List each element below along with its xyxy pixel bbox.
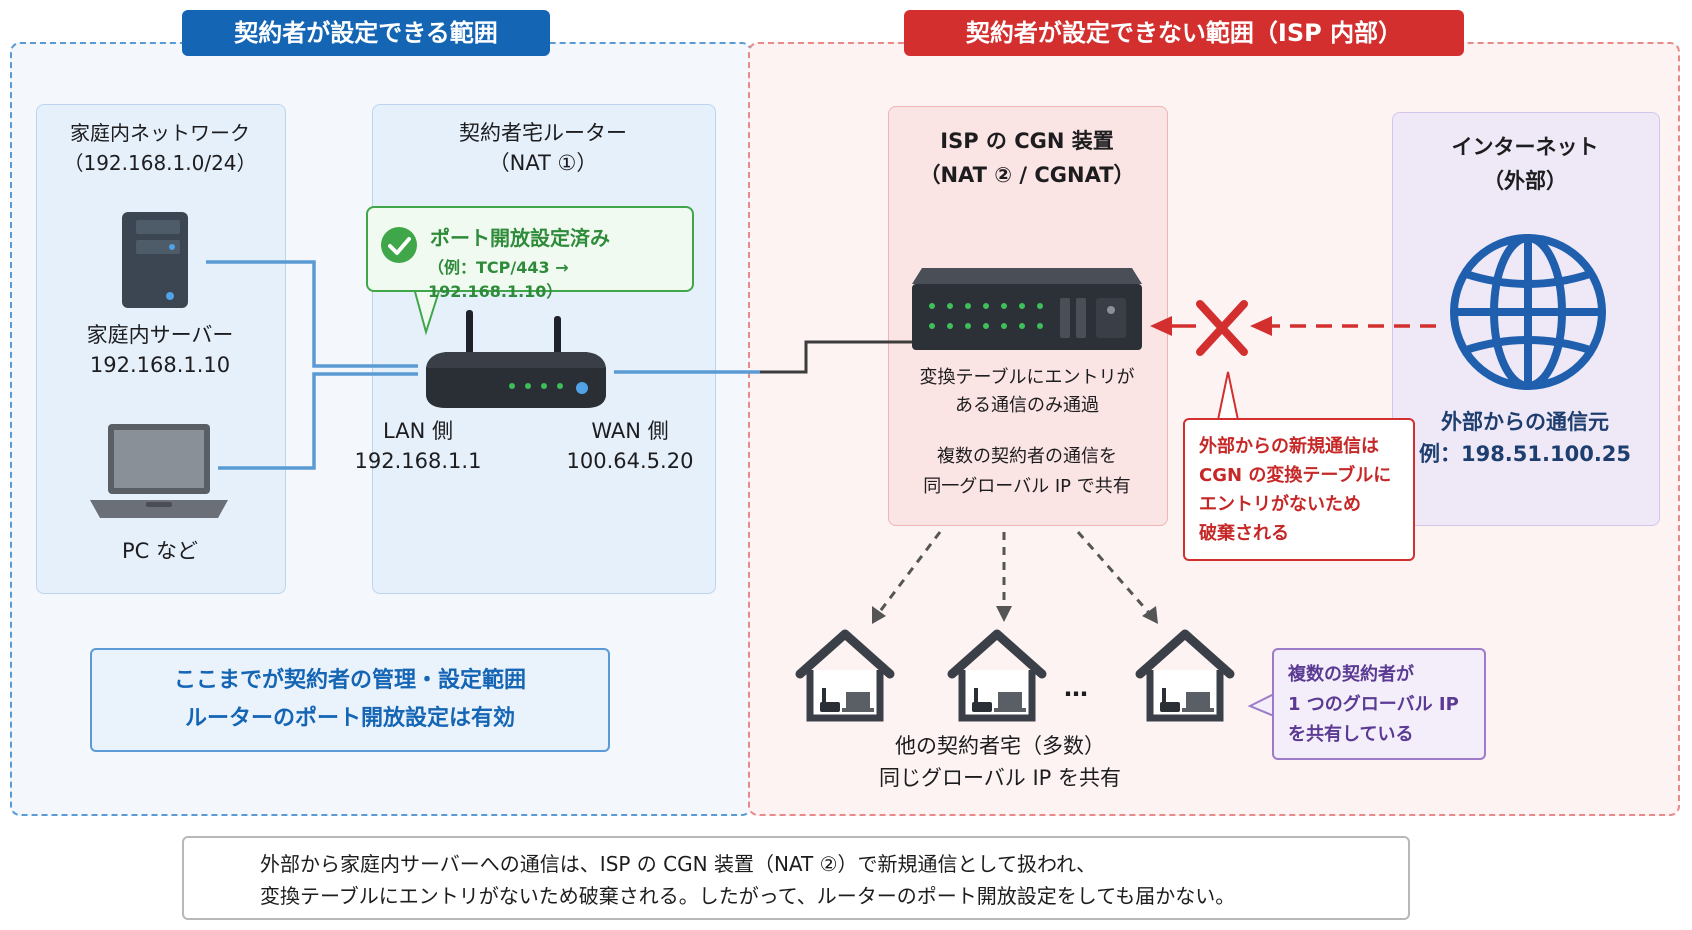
house-icon-1	[795, 629, 895, 722]
cgn-desc1-line2: ある通信のみ通過	[955, 395, 1099, 416]
check-icon	[381, 227, 417, 263]
other-homes-caption: 他の契約者宅（多数） 同じグローバル IP を共有	[830, 730, 1170, 794]
server-label: 家庭内サーバー	[86, 323, 234, 347]
drop-callout-line4: 破棄される	[1199, 523, 1289, 544]
cgn-device-icon	[912, 268, 1142, 350]
scope-note-line1: ここまでが契約者の管理・設定範囲	[173, 668, 526, 693]
house-icon-3	[1135, 629, 1235, 722]
shared-callout-pointer	[1247, 693, 1275, 717]
cgn-desc2-line2: 同一グローバル IP で共有	[923, 476, 1131, 497]
wan-label: WAN 側	[591, 419, 669, 443]
drop-callout-line2: CGN の変換テーブルに	[1199, 465, 1392, 486]
scope-note-line2: ルーターのポート開放設定は有効	[184, 706, 515, 731]
blocked-arrowhead-2	[1150, 316, 1172, 336]
scope-note: ここまでが契約者の管理・設定範囲 ルーターのポート開放設定は有効	[90, 648, 610, 752]
internet-title: インターネット （外部）	[1392, 130, 1658, 198]
pc-label: PC など	[121, 539, 198, 563]
internet-title-line1: インターネット	[1451, 135, 1599, 159]
shared-ip-line1: 複数の契約者が	[1288, 664, 1414, 685]
summary-box: 外部から家庭内サーバーへの通信は、ISP の CGN 装置（NAT ②）で新規通…	[182, 836, 1410, 920]
pc-link	[218, 372, 418, 470]
cgn-title: ISP の CGN 装置 （NAT ② / CGNAT）	[888, 124, 1166, 192]
drop-callout-line3: エントリがないため	[1199, 494, 1361, 515]
blocked-x-icon	[1196, 300, 1248, 356]
wan-caption: WAN 側 100.64.5.20	[540, 416, 720, 476]
cgn-desc1-line1: 変換テーブルにエントリが	[919, 367, 1135, 388]
lan-label: LAN 側	[383, 419, 453, 443]
globe-icon	[1450, 234, 1606, 390]
home-network-title: 家庭内ネットワーク （192.168.1.0/24）	[36, 118, 284, 178]
wan-ip: 100.64.5.20	[566, 449, 694, 473]
drop-callout: 外部からの新規通信は CGN の変換テーブルに エントリがないため 破棄される	[1183, 418, 1415, 561]
drop-callout-line1: 外部からの新規通信は	[1199, 436, 1379, 457]
blocked-arrowhead-1	[1250, 316, 1272, 336]
summary-line1: 外部から家庭内サーバーへの通信は、ISP の CGN 装置（NAT ②）で新規通…	[260, 852, 1097, 876]
server-link	[206, 260, 418, 368]
shared-ip-line2: 1 つのグローバル IP	[1288, 694, 1459, 715]
other-homes-label-line2: 同じグローバル IP を共有	[879, 766, 1121, 790]
laptop-icon	[90, 424, 228, 518]
shared-ip-callout: 複数の契約者が 1 つのグローバル IP を共有している	[1272, 648, 1486, 760]
cgn-desc2-line1: 複数の契約者の通信を	[937, 446, 1117, 467]
contractor-scope-banner: 契約者が設定できる範囲	[182, 10, 550, 56]
lan-ip: 192.168.1.1	[354, 449, 482, 473]
server-icon	[122, 212, 188, 308]
lan-caption: LAN 側 192.168.1.1	[328, 416, 508, 476]
summary-line2: 変換テーブルにエントリがないため破棄される。したがって、ルーターのポート開放設定…	[260, 884, 1236, 908]
isp-scope-banner: 契約者が設定できない範囲（ISP 内部）	[904, 10, 1464, 56]
router-title: 契約者宅ルーター （NAT ①）	[372, 118, 714, 178]
more-homes-ellipsis: …	[1064, 674, 1090, 702]
internet-title-line2: （外部）	[1483, 169, 1567, 193]
port-forward-callout: ポート開放設定済み （例：TCP/443 → 192.168.1.10）	[366, 206, 694, 301]
cgn-title-line1: ISP の CGN 装置	[940, 129, 1114, 153]
port-forward-detail: （例：TCP/443 → 192.168.1.10）	[428, 258, 569, 301]
shared-ip-line3: を共有している	[1288, 724, 1414, 745]
home-network-title-line1: 家庭内ネットワーク	[70, 121, 250, 145]
other-homes-label-line1: 他の契約者宅（多数）	[895, 734, 1105, 758]
house-icon-2	[947, 629, 1047, 722]
home-network-title-line2: （192.168.1.0/24）	[63, 151, 257, 175]
internet-source-label: 外部からの通信元	[1441, 410, 1609, 434]
router-title-line2: （NAT ①）	[488, 151, 598, 175]
router-panel	[372, 104, 716, 594]
cgn-desc1: 変換テーブルにエントリが ある通信のみ通過	[888, 364, 1166, 420]
drop-callout-pointer	[1217, 371, 1239, 421]
server-caption: 家庭内サーバー 192.168.1.10	[36, 320, 284, 380]
cgn-title-line2: （NAT ② / CGNAT）	[919, 163, 1135, 187]
router-title-line1: 契約者宅ルーター	[459, 121, 627, 145]
cgn-desc2: 複数の契約者の通信を 同一グローバル IP で共有	[888, 442, 1166, 502]
internet-source-example: 例：198.51.100.25	[1418, 442, 1632, 466]
router-icon	[426, 310, 606, 408]
wan-link	[614, 340, 918, 374]
internet-source: 外部からの通信元 例：198.51.100.25	[1392, 406, 1658, 470]
router-callout-pointer	[413, 287, 441, 336]
port-forward-title: ポート開放設定済み	[430, 226, 610, 250]
server-ip: 192.168.1.10	[89, 353, 231, 377]
